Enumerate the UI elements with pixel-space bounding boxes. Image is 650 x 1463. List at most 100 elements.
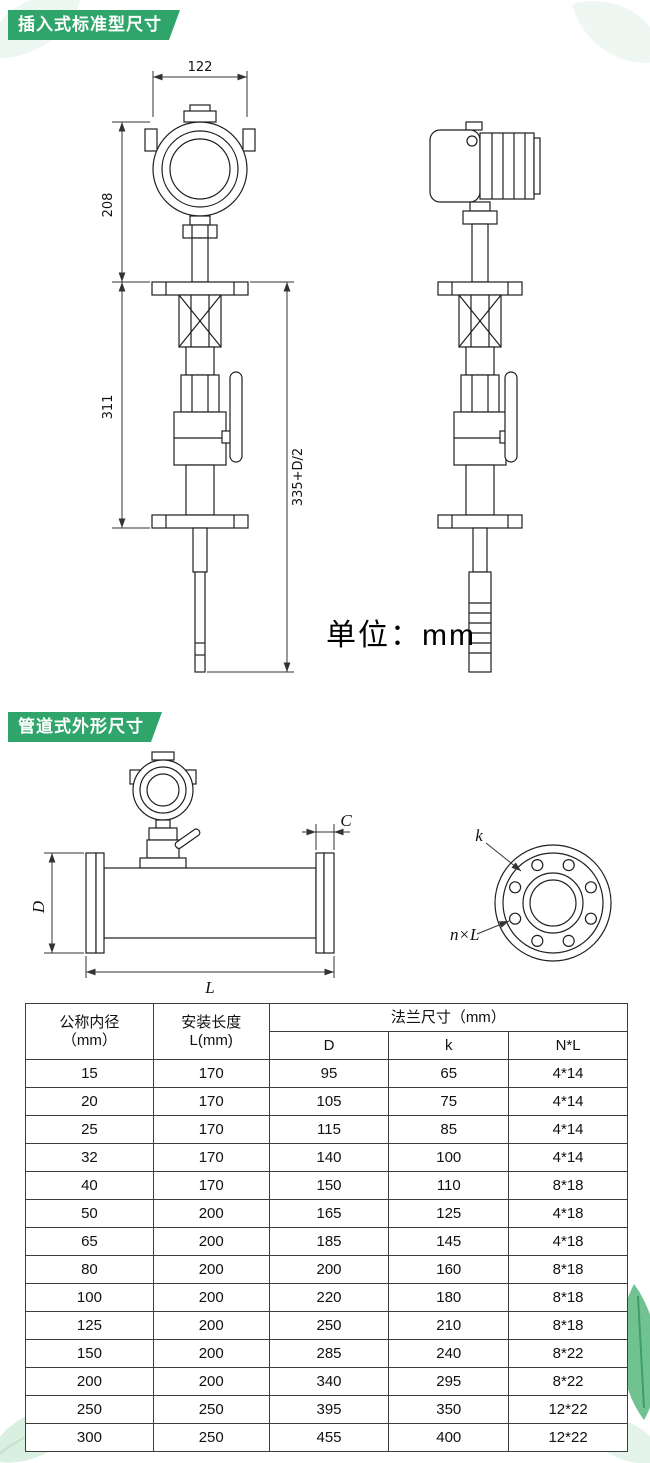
- table-cell: 340: [268, 1367, 390, 1396]
- table-cell: 20: [25, 1087, 154, 1116]
- table-cell: 8*22: [508, 1367, 628, 1396]
- unit-note: 单位：mm: [326, 619, 476, 652]
- table-header-row-1: 公称内径 （mm） 安装长度 L(mm) 法兰尺寸（mm）: [25, 1003, 629, 1060]
- table-cell: 220: [268, 1283, 390, 1312]
- table-cell: 105: [268, 1087, 390, 1116]
- table-cell: 200: [152, 1339, 270, 1368]
- pipe-body: [103, 867, 317, 939]
- table-cell: 200: [25, 1367, 154, 1396]
- table-cell: 400: [388, 1423, 510, 1452]
- table-cell: 295: [388, 1367, 510, 1396]
- table-cell: 300: [25, 1423, 154, 1452]
- table-cell: 250: [152, 1395, 270, 1424]
- table-cell: 170: [152, 1059, 270, 1088]
- table-cell: 4*18: [508, 1227, 628, 1256]
- table-cell: 50: [25, 1199, 154, 1228]
- dim-label-nxl: n×L: [450, 925, 479, 944]
- header-flange-group: 法兰尺寸（mm）: [268, 1003, 629, 1032]
- pipeline-flange-face-view: [494, 844, 612, 962]
- table-cell: 8*18: [508, 1171, 628, 1200]
- table-cell: 25: [25, 1115, 154, 1144]
- table-cell: 170: [152, 1115, 270, 1144]
- header-install-length: 安装长度 L(mm): [152, 1003, 270, 1060]
- table-cell: 250: [268, 1311, 390, 1340]
- table-cell: 15: [25, 1059, 154, 1088]
- header-nominal-diameter: 公称内径 （mm）: [25, 1003, 154, 1060]
- insertion-side-view: [429, 121, 541, 673]
- table-cell: 285: [268, 1339, 390, 1368]
- valve-handle: [229, 371, 243, 463]
- table-cell: 65: [388, 1059, 510, 1088]
- leaf-decoration: [572, 1, 650, 63]
- dim-label-208: 208: [101, 193, 116, 218]
- table-cell: 250: [152, 1423, 270, 1452]
- table-cell: 85: [388, 1115, 510, 1144]
- table-cell: 4*14: [508, 1115, 628, 1144]
- header-flange-k: k: [388, 1031, 510, 1060]
- pipeline-meter-drawing: D L C k n×L: [29, 751, 612, 997]
- table-cell: 160: [388, 1255, 510, 1284]
- table-cell: 4*18: [508, 1199, 628, 1228]
- valve-handle: [174, 828, 201, 850]
- section-badge-pipeline-label: 管道式外形尺寸: [18, 717, 144, 736]
- table-cell: 100: [388, 1143, 510, 1172]
- table-cell: 12*22: [508, 1395, 628, 1424]
- dim-label-insertion-length: 335+D/2: [291, 448, 306, 506]
- table-cell: 200: [152, 1255, 270, 1284]
- dim-label-311: 311: [101, 395, 116, 420]
- flange-dimension-table: 公称内径 （mm） 安装长度 L(mm) 法兰尺寸（mm） D k N*L 15…: [25, 1003, 629, 1452]
- table-cell: 65: [25, 1227, 154, 1256]
- insertion-dimension-lines: [112, 71, 294, 673]
- table-cell: 170: [152, 1171, 270, 1200]
- table-cell: 200: [152, 1199, 270, 1228]
- dim-label-122: 122: [188, 60, 213, 75]
- sensor-probe-side: [468, 571, 492, 673]
- header-install-length-line2: L(mm): [189, 1031, 233, 1049]
- sensor-probe: [194, 571, 206, 673]
- table-cell: 4*14: [508, 1059, 628, 1088]
- table-cell: 185: [268, 1227, 390, 1256]
- table-cell: 170: [152, 1143, 270, 1172]
- section-badge-insertion-label: 插入式标准型尺寸: [18, 15, 162, 34]
- table-cell: 8*18: [508, 1311, 628, 1340]
- table-cell: 200: [152, 1367, 270, 1396]
- section-badge-insertion: 插入式标准型尺寸: [8, 10, 180, 40]
- header-nominal-diameter-line2: （mm）: [61, 1031, 117, 1049]
- table-cell: 210: [388, 1311, 510, 1340]
- table-cell: 145: [388, 1227, 510, 1256]
- table-cell: 180: [388, 1283, 510, 1312]
- table-cell: 95: [268, 1059, 390, 1088]
- dim-label-L: L: [204, 978, 214, 997]
- table-cell: 150: [25, 1339, 154, 1368]
- insertion-front-view: [144, 104, 256, 673]
- table-cell: 165: [268, 1199, 390, 1228]
- insertion-meter-drawing: 122 208 311 335+D/2: [101, 60, 541, 673]
- header-flange-d: D: [268, 1031, 390, 1060]
- table-cell: 110: [388, 1171, 510, 1200]
- header-flange-nl: N*L: [508, 1031, 628, 1060]
- table-cell: 40: [25, 1171, 154, 1200]
- table-cell: 150: [268, 1171, 390, 1200]
- table-cell: 200: [152, 1227, 270, 1256]
- table-cell: 170: [152, 1087, 270, 1116]
- table-cell: 455: [268, 1423, 390, 1452]
- right-flange: [323, 852, 335, 954]
- table-cell: 80: [25, 1255, 154, 1284]
- header-nominal-diameter-line1: 公称内径: [59, 1013, 120, 1031]
- dim-label-k: k: [475, 826, 483, 845]
- table-cell: 125: [388, 1199, 510, 1228]
- dim-label-C: C: [340, 811, 352, 830]
- header-install-length-line1: 安装长度: [181, 1013, 242, 1031]
